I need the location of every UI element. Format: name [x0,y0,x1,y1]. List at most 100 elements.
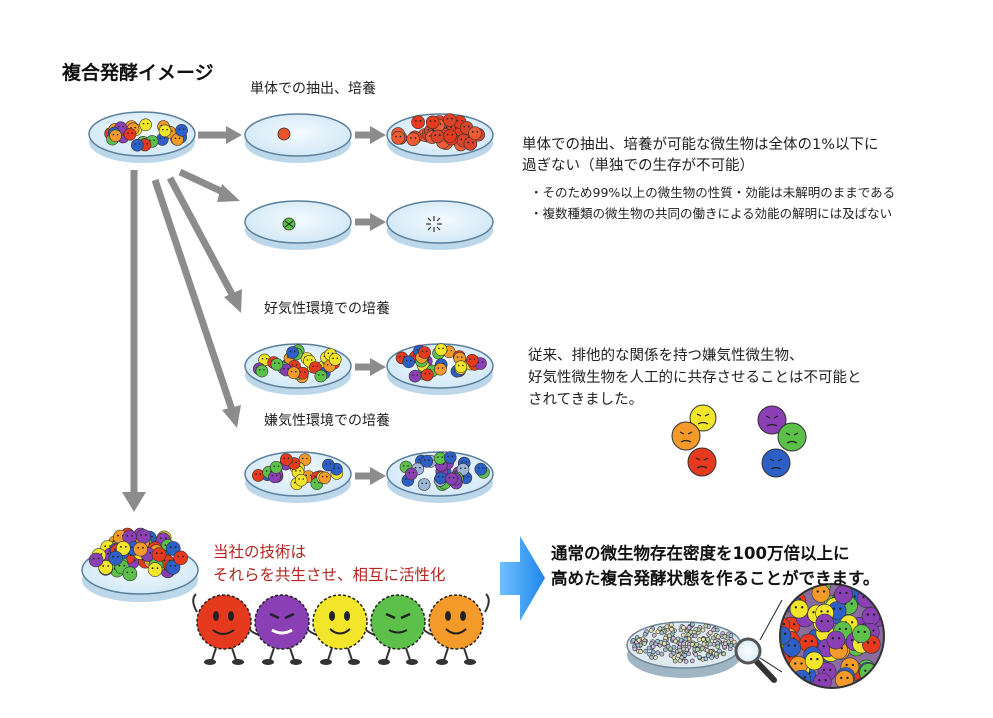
zoom-circle [759,583,885,689]
microbe-eye [309,474,312,477]
microbe-eye [107,552,109,555]
microbe-icon [312,594,368,665]
microbe-eye [302,457,304,460]
microbe-icon [391,131,406,145]
microbe-eye [162,128,164,131]
microbe-eye [122,125,124,128]
microbe-eye [112,555,115,558]
microbe-icon [780,626,792,645]
microbe-icon [789,599,809,619]
microbe-eye [407,465,409,467]
dense-culture-dish [626,621,742,678]
microbe-eye [812,611,815,614]
microbe-icon [670,635,676,641]
microbe-icon [434,362,447,376]
microbe-eye [399,135,402,138]
microbe-eye [332,357,334,360]
microbe-eye [159,137,161,139]
microbe-eye [131,534,134,537]
microbe-eye [326,364,329,366]
microbe-eye [403,355,405,358]
microbe-icon [667,633,672,639]
microbe-eye [787,600,790,603]
microbe-eye [412,354,415,357]
microbe-eye [126,571,129,574]
caption-anaerobic-culture: 嫌気性環境での培養 [264,413,390,429]
microbe-eye [419,120,422,122]
microbe-eye [469,358,471,360]
microbe-eye [482,467,484,469]
microbe-icon [420,454,434,468]
microbe-eye [850,621,854,624]
flow-arrow-icon [355,467,386,485]
microbe-eye [793,644,797,647]
microbe-eye [174,564,177,567]
microbe-eye [273,465,275,467]
microbe-eye [295,461,297,464]
microbe-eye [414,137,417,139]
microbe-eye [325,371,328,373]
microbe-eye [792,623,796,626]
microbe-eye [283,457,285,460]
microbe-icon [678,637,684,643]
microbe-eye [850,638,853,642]
microbe-eye [134,143,136,145]
microbe-eye [800,662,803,665]
microbe-eye [130,126,132,129]
microbe-eye [822,668,826,672]
microbe-icon [661,641,667,646]
microbe-eye [853,595,856,598]
microbe-eye [866,641,870,644]
microbe-icon [294,473,308,487]
microbe-icon [665,643,671,649]
microbe-eye [851,663,855,667]
microbe-eye [171,130,173,132]
flow-arrows [122,126,386,512]
microbe-icon [638,649,643,654]
microbe-eye [450,126,452,129]
microbe-eye [462,364,464,367]
microbe-eye [312,365,314,368]
microbe-icon [123,128,137,141]
petri-dish-icon [244,113,352,163]
description-coexistence-line: 従来、排他的な関係を持つ嫌気性微生物、 [528,348,804,364]
microbe-eye [259,473,262,475]
microbe-icon [417,478,431,491]
microbe-icon [270,358,284,371]
microbe-eye [820,620,823,623]
microbe-eye [467,141,469,144]
microbe-icon [703,656,709,662]
microbe-eye [476,131,479,133]
microbe-icon [646,645,652,651]
microbe-eye [119,545,122,548]
microbe-eye [868,595,871,599]
microbe-eye [425,482,428,485]
caption-single-culture: 単体での抽出、培養 [250,81,376,97]
microbe-eye [412,374,414,376]
microbe-icon [434,343,448,356]
microbe-eye [850,602,853,605]
microbe-icon [131,138,144,152]
description-line: 過ぎない（単独での生存が不可能） [522,158,754,174]
microbe-icon [655,638,660,644]
petri-dish-icon [386,451,494,503]
microbe-eye [261,357,264,360]
microbe-eye [840,676,843,680]
microbe-eye [305,474,308,477]
microbe-icon [687,447,717,477]
microbe-eye [117,555,119,558]
microbe-eye [845,591,848,595]
microbe-icon [710,635,716,641]
microbe-icon [686,651,692,657]
microbe-icon [456,463,470,476]
microbe-eye [794,662,797,665]
microbe-eye [463,475,465,478]
microbe-eye [283,368,285,370]
microbe-eye [872,629,875,632]
microbe-eye [832,607,836,610]
microbe-eye [873,641,876,644]
microbe-eye [441,367,444,369]
microbe-eye [463,125,466,128]
microbe-icon [717,648,722,654]
microbe-eye [178,137,181,140]
